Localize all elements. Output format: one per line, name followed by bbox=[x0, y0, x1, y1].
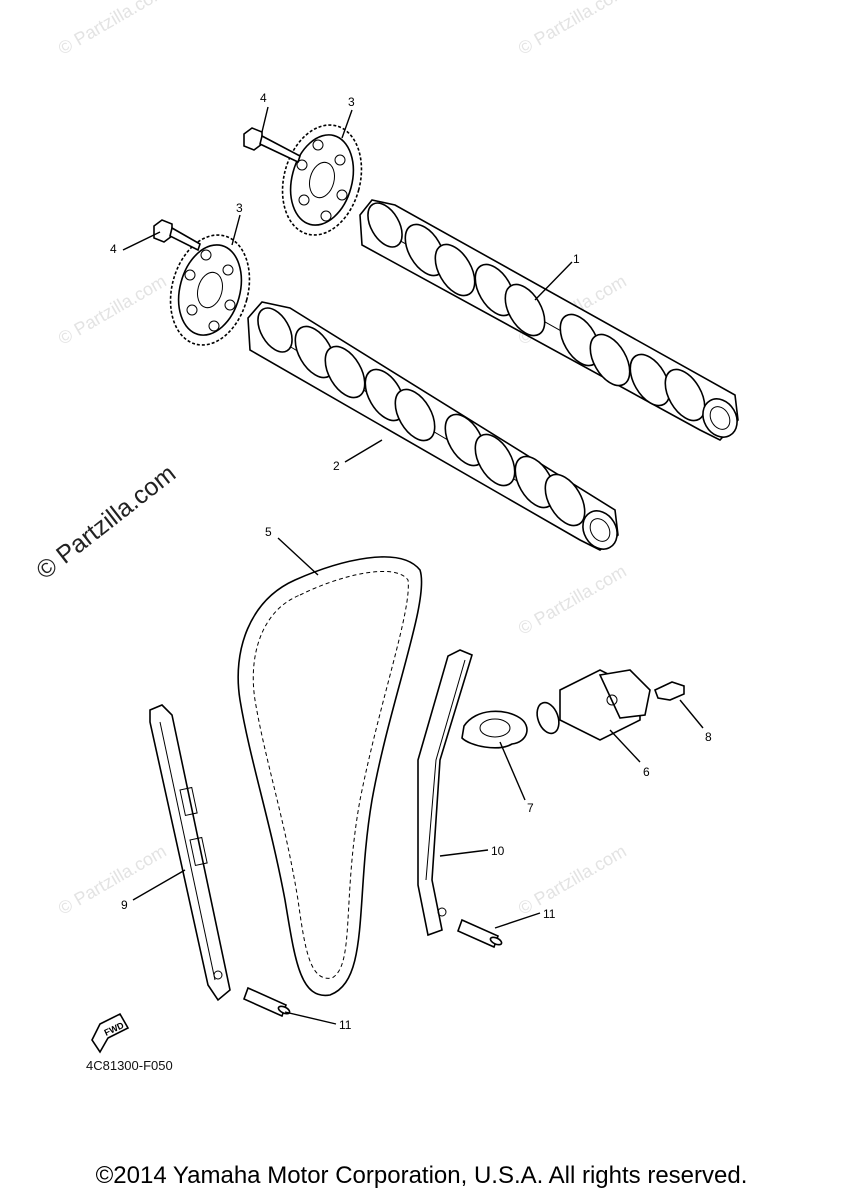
guide-pin-upper bbox=[456, 918, 503, 949]
chain-guide-2 bbox=[417, 649, 473, 937]
callout-10: 10 bbox=[491, 844, 505, 858]
callout-1: 1 bbox=[573, 252, 580, 266]
callout-7: 7 bbox=[527, 801, 534, 815]
bolt-upper bbox=[243, 127, 301, 164]
fwd-arrow-icon: FWD bbox=[91, 1012, 130, 1054]
diagram-code: 4C81300-F050 bbox=[86, 1058, 173, 1073]
cam-sprocket-upper bbox=[281, 124, 363, 236]
cam-sprocket-lower bbox=[169, 234, 251, 346]
callout-11-lower: 11 bbox=[339, 1018, 352, 1032]
callout-2: 2 bbox=[333, 459, 340, 473]
tensioner-bolt bbox=[653, 681, 685, 701]
callout-3-lower: 3 bbox=[236, 201, 243, 215]
bolt-lower bbox=[153, 219, 201, 252]
leader-lines bbox=[122, 106, 704, 1025]
callout-8: 8 bbox=[705, 730, 712, 744]
timing-chain bbox=[237, 556, 423, 997]
camshaft-2 bbox=[247, 301, 619, 551]
callout-11-upper: 11 bbox=[543, 907, 556, 921]
callout-4-lower: 4 bbox=[110, 242, 117, 256]
callout-3-upper: 3 bbox=[348, 95, 355, 109]
camshaft-1 bbox=[359, 199, 739, 441]
callout-5: 5 bbox=[265, 525, 272, 539]
callout-6: 6 bbox=[643, 765, 650, 779]
callout-9: 9 bbox=[121, 898, 128, 912]
guide-pin-lower bbox=[242, 986, 291, 1018]
tensioner-gasket bbox=[461, 710, 528, 749]
copyright-notice: ©2014 Yamaha Motor Corporation, U.S.A. A… bbox=[95, 1162, 748, 1189]
callout-4-upper: 4 bbox=[260, 91, 267, 105]
chain-tensioner bbox=[536, 669, 651, 741]
chain-guide-1 bbox=[149, 704, 231, 1002]
